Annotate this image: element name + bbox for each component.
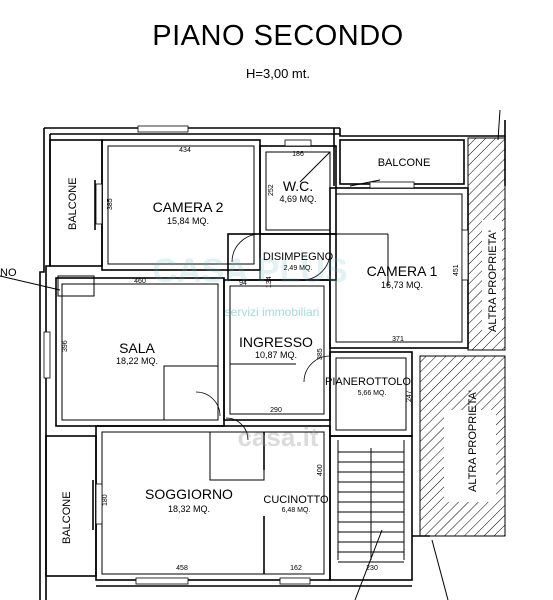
label-balcone-top-right: BALCONE <box>378 157 431 169</box>
dim-385: 385 <box>107 198 114 210</box>
room-name-cucinotto: CUCINOTTO <box>263 494 329 506</box>
dim-371: 371 <box>392 336 404 343</box>
dim-247: 247 <box>406 390 413 402</box>
watermark-tagline: servizi immobiliari <box>225 305 320 319</box>
room-area-wc: 4,69 MQ. <box>279 194 316 204</box>
dim-162: 162 <box>290 565 302 572</box>
dim-94: 94 <box>239 280 247 287</box>
dim-434: 434 <box>179 147 191 154</box>
dim-134: 134 <box>266 276 273 288</box>
watermark-brand: CASA PLUS <box>152 252 347 290</box>
dim-290: 290 <box>270 407 282 414</box>
dim-385b: 385 <box>317 348 324 360</box>
ceiling-height-note: H=3,00 mt. <box>246 66 310 81</box>
dim-396: 396 <box>62 340 69 352</box>
room-name-wc: W.C. <box>283 178 313 194</box>
room-name-disimpegno: DISIMPEGNO <box>263 251 334 263</box>
dim-460: 460 <box>134 278 146 285</box>
room-area-ingresso: 10,87 MQ. <box>255 350 297 360</box>
dim-252: 252 <box>268 184 275 196</box>
watermark-casa: casa.it <box>238 422 319 452</box>
ingresso-room <box>223 279 331 421</box>
room-area-sala: 18,22 MQ. <box>116 356 158 366</box>
door-swings <box>195 233 331 441</box>
windows <box>43 125 469 585</box>
room-name-soggiorno: SOGGIORNO <box>145 486 233 502</box>
room-name-sala: SALA <box>119 340 155 356</box>
room-name-camera-2: CAMERA 2 <box>153 199 224 215</box>
label-altra-proprieta-right: ALTRA PROPRIETA' <box>487 230 499 332</box>
dim-451: 451 <box>453 264 460 276</box>
dim-230: 230 <box>366 565 378 572</box>
dim-186: 186 <box>292 151 304 158</box>
room-area-cucinotto: 6,48 MQ. <box>282 507 311 514</box>
plan-title: PIANO SECONDO <box>152 20 403 52</box>
room-area-camera-1: 16,73 MQ. <box>381 280 423 290</box>
room-area-soggiorno: 18,32 MQ. <box>168 504 210 514</box>
dim-180: 180 <box>102 494 109 506</box>
label-balcone-top-left: BALCONE <box>67 177 79 230</box>
dim-458: 458 <box>176 565 188 572</box>
label-no-left: NO <box>0 267 17 279</box>
room-name-ingresso: INGRESSO <box>239 334 313 350</box>
label-altra-proprieta-lower: ALTRA PROPRIETA' <box>467 390 479 492</box>
room-area-disimpegno: 2,49 MQ. <box>284 265 313 272</box>
dim-400: 400 <box>317 464 324 476</box>
room-area-camera-2: 15,84 MQ. <box>167 216 209 226</box>
stairwell <box>329 435 413 600</box>
room-area-pianerottolo: 5,66 MQ. <box>358 390 387 397</box>
room-name-camera-1: CAMERA 1 <box>367 263 438 279</box>
room-name-pianerottolo: PIANEROTTOLO <box>325 376 411 388</box>
label-balcone-bottom-left: BALCONE <box>61 491 73 544</box>
